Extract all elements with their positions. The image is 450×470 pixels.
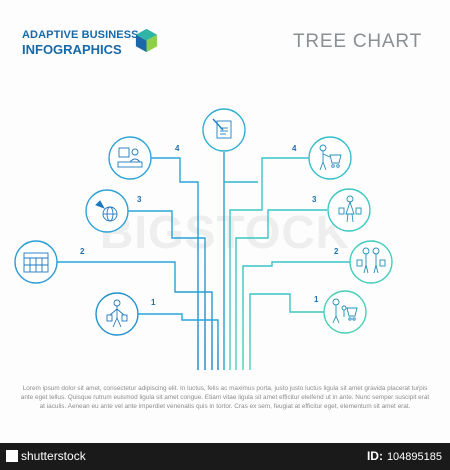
node-left-3: 3 [85, 189, 142, 233]
node-right-2: 2 [334, 240, 393, 284]
couple-shopping-icon [356, 247, 386, 274]
brand-block: ADAPTIVE BUSINESS INFOGRAPHICS [22, 29, 139, 57]
watermark-id-value: 104895185 [386, 451, 442, 463]
watermark-site-name: shutterstock [21, 449, 86, 463]
branch-number-right-3: 3 [312, 195, 317, 204]
brand-line-2: INFOGRAPHICS [22, 42, 122, 57]
watermark-site: shutterstock [6, 449, 86, 463]
page-title: TREE CHART [292, 31, 422, 52]
node-right-3: 3 [312, 188, 371, 232]
family-with-cart-icon [332, 298, 358, 324]
branch-number-left-3: 3 [137, 195, 142, 204]
branch-line-right-1 [249, 293, 325, 370]
branch-number-left-2: 2 [80, 247, 85, 256]
description-text: Lorem ipsum dolor sit amet, consectetur … [20, 385, 430, 410]
branch-number-left-4: 4 [175, 144, 180, 153]
branch-number-left-1: 1 [151, 298, 156, 307]
branch-line-right-3 [235, 209, 327, 370]
branch-number-right-4: 4 [292, 144, 297, 153]
branch-line-right-2 [242, 261, 350, 370]
calendar-icon [23, 252, 49, 273]
branch-line-left-4 [151, 157, 199, 370]
document-pen-icon [212, 118, 232, 139]
branch-line-left-3 [128, 210, 206, 370]
node-left-2: 2 [14, 240, 85, 284]
shutterstock-logo-icon [6, 450, 18, 462]
node-left-1: 1 [95, 292, 156, 336]
person-with-cart-icon [319, 144, 342, 171]
watermark-id: ID:104895185 [367, 449, 442, 463]
branch-line-left-1 [138, 313, 219, 370]
root-node [202, 108, 246, 152]
branch-line-left-2 [56, 261, 213, 370]
branch-number-right-2: 2 [334, 247, 339, 256]
pie-cube-logo-icon [135, 28, 158, 53]
woman-with-bags-icon [338, 195, 362, 223]
watermark-bar: shutterstock ID:104895185 [0, 443, 450, 470]
connector-lines [56, 152, 350, 370]
watermark-id-label: ID: [366, 449, 383, 463]
shopper-with-bags-icon [106, 299, 128, 328]
node-right-1: 1 [314, 290, 367, 334]
brand-line-1: ADAPTIVE BUSINESS [22, 29, 139, 41]
branch-line-right-4 [229, 157, 310, 370]
node-right-4: 4 [292, 136, 352, 180]
office-desk-worker-icon [117, 147, 143, 168]
globe-airplane-icon [95, 200, 118, 222]
node-left-4: 4 [108, 136, 180, 180]
branch-number-right-1: 1 [314, 295, 319, 304]
